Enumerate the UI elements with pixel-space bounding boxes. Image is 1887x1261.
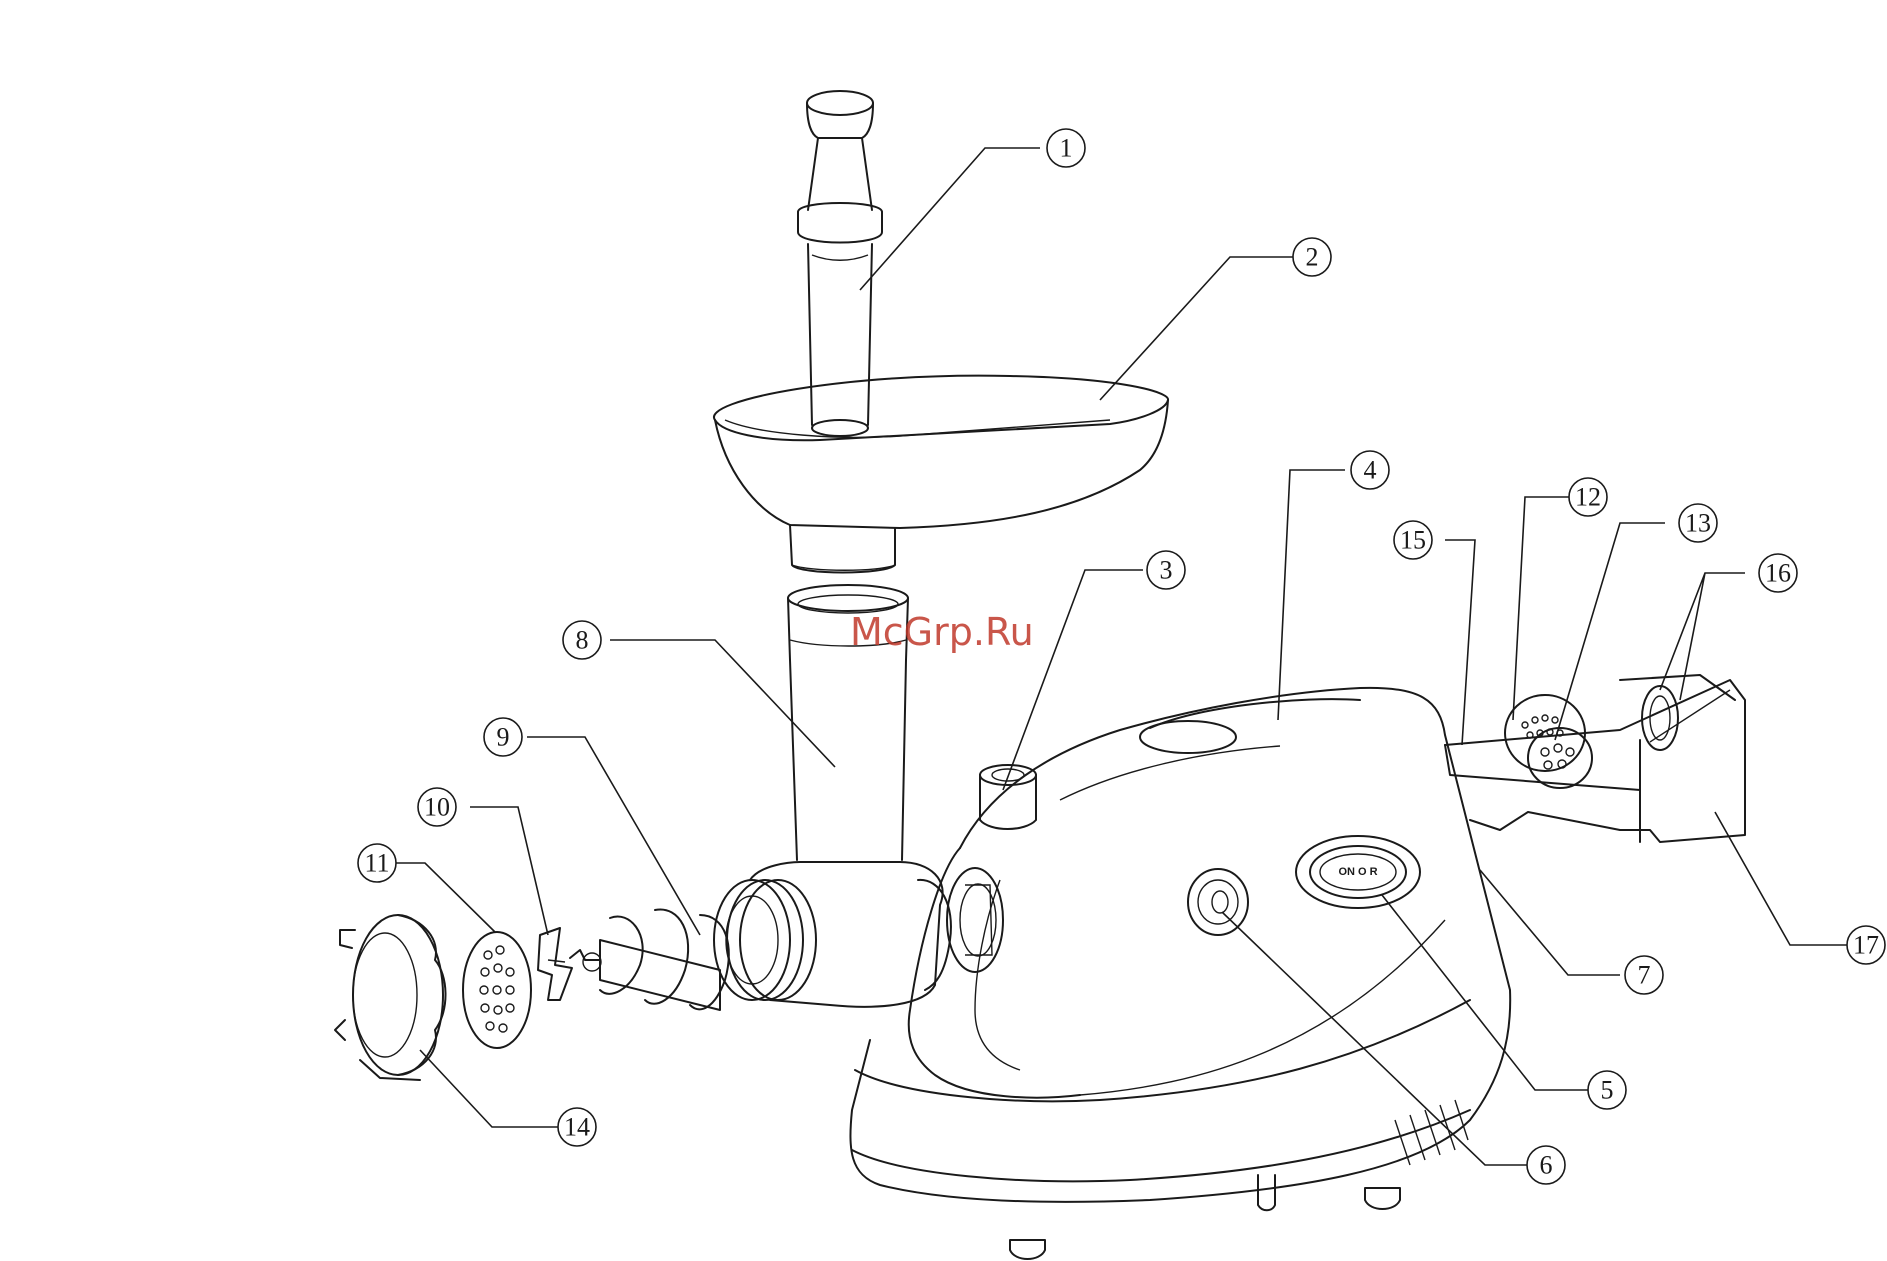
callout-12: 12 (1569, 478, 1607, 516)
callout-label-9: 9 (497, 723, 510, 752)
feed-screw (570, 909, 729, 1010)
callout-label-1: 1 (1060, 134, 1073, 163)
callout-2: 2 (1293, 238, 1331, 276)
locking-ring (335, 915, 446, 1080)
callout-7: 7 (1625, 956, 1663, 994)
callout-17: 17 (1847, 926, 1885, 964)
callout-15: 15 (1394, 521, 1432, 559)
switch-label: ON O R (1338, 866, 1377, 878)
callout-13: 13 (1679, 504, 1717, 542)
callout-label-16: 16 (1765, 559, 1791, 588)
cutting-plate (463, 932, 531, 1048)
callout-1: 1 (1047, 129, 1085, 167)
callout-label-3: 3 (1160, 556, 1173, 585)
callout-label-4: 4 (1364, 456, 1377, 485)
callout-label-10: 10 (424, 793, 450, 822)
power-switch: ON O R (1296, 836, 1420, 908)
food-pusher (798, 91, 882, 436)
callout-label-12: 12 (1575, 483, 1601, 512)
feeding-tray (714, 376, 1168, 573)
watermark-text: McGrp.Ru (850, 610, 1034, 654)
callout-label-11: 11 (364, 849, 389, 878)
callout-5: 5 (1588, 1071, 1626, 1109)
callout-label-17: 17 (1853, 931, 1879, 960)
callout-8: 8 (563, 621, 601, 659)
callout-label-7: 7 (1638, 961, 1651, 990)
callout-11: 11 (358, 844, 396, 882)
cutting-blade (538, 928, 572, 1000)
leader-lines (390, 148, 1850, 1165)
callout-3: 3 (1147, 551, 1185, 589)
callout-16: 16 (1759, 554, 1797, 592)
callout-label-2: 2 (1306, 243, 1319, 272)
callout-label-14: 14 (564, 1113, 590, 1142)
head-thread (714, 880, 816, 1000)
callout-4: 4 (1351, 451, 1389, 489)
accessory-storage-drawer (1445, 675, 1745, 842)
callout-label-15: 15 (1400, 526, 1426, 555)
callout-label-5: 5 (1601, 1076, 1614, 1105)
callout-14: 14 (558, 1108, 596, 1146)
overload-button (1188, 869, 1248, 935)
callout-label-6: 6 (1540, 1151, 1553, 1180)
callout-label-13: 13 (1685, 509, 1711, 538)
callout-9: 9 (484, 718, 522, 756)
drive-socket (947, 868, 1003, 972)
callout-10: 10 (418, 788, 456, 826)
callout-label-8: 8 (576, 626, 589, 655)
callout-6: 6 (1527, 1146, 1565, 1184)
motor-housing (850, 688, 1510, 1259)
